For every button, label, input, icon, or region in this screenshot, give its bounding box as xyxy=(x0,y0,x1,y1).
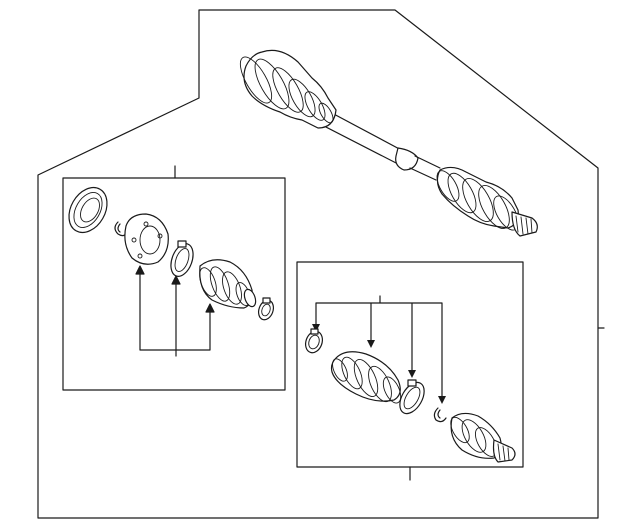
boot-part-right xyxy=(330,351,402,404)
inner-joint-kit-box xyxy=(62,165,286,391)
outer-joint-kit-box xyxy=(296,261,524,481)
outer-outline xyxy=(37,9,599,519)
seal-ring-part xyxy=(68,186,108,234)
right-cv-boot xyxy=(436,166,519,229)
boot-part-left xyxy=(199,259,257,309)
snap-ring-part-right xyxy=(433,407,447,423)
left-cv-boot xyxy=(243,49,337,129)
small-clamp-part-right xyxy=(304,328,324,354)
axle-shaft-assembly xyxy=(239,49,538,237)
cv-joint-part xyxy=(450,412,516,463)
clamp-part-left xyxy=(170,240,194,277)
small-clamp-part-left xyxy=(257,297,275,321)
joint-housing-part xyxy=(124,213,169,265)
clamp-part-right xyxy=(399,379,425,415)
